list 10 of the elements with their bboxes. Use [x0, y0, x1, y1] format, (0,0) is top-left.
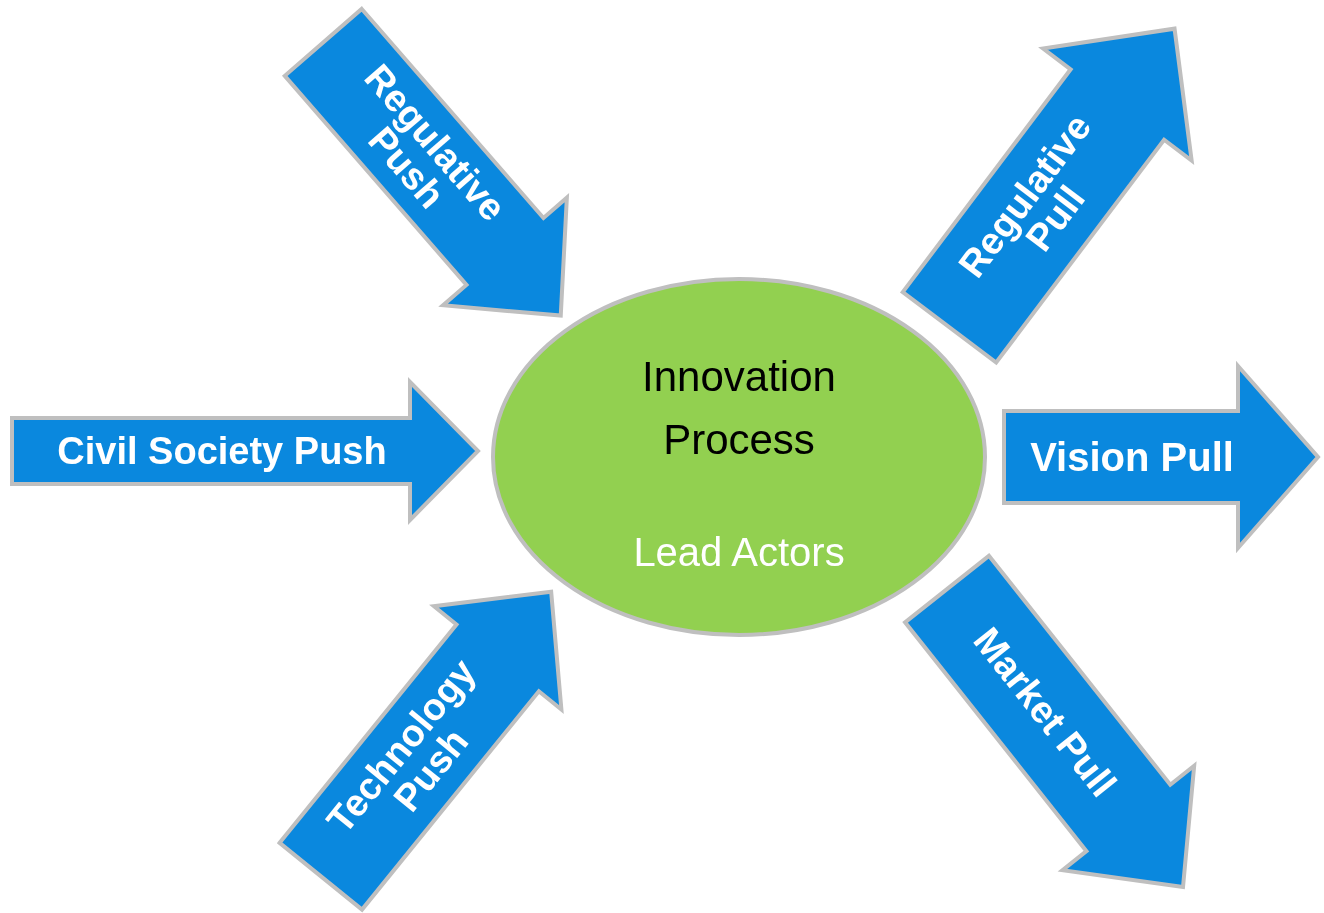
labeled-arrow-shape [1001, 363, 1321, 551]
arrow-label: Vision Pull [1030, 437, 1234, 477]
labeled-arrow-shape [281, 5, 570, 319]
arrow-label: Civil Society Push [57, 432, 387, 470]
labeled-arrow-shape [276, 588, 565, 913]
labeled-arrow-shape [899, 25, 1195, 366]
process-subtitle: Lead Actors [632, 529, 846, 576]
labeled-arrow-shape [902, 552, 1198, 890]
process-title: Innovation Process [641, 352, 837, 465]
labeled-arrow-shape [9, 379, 481, 523]
